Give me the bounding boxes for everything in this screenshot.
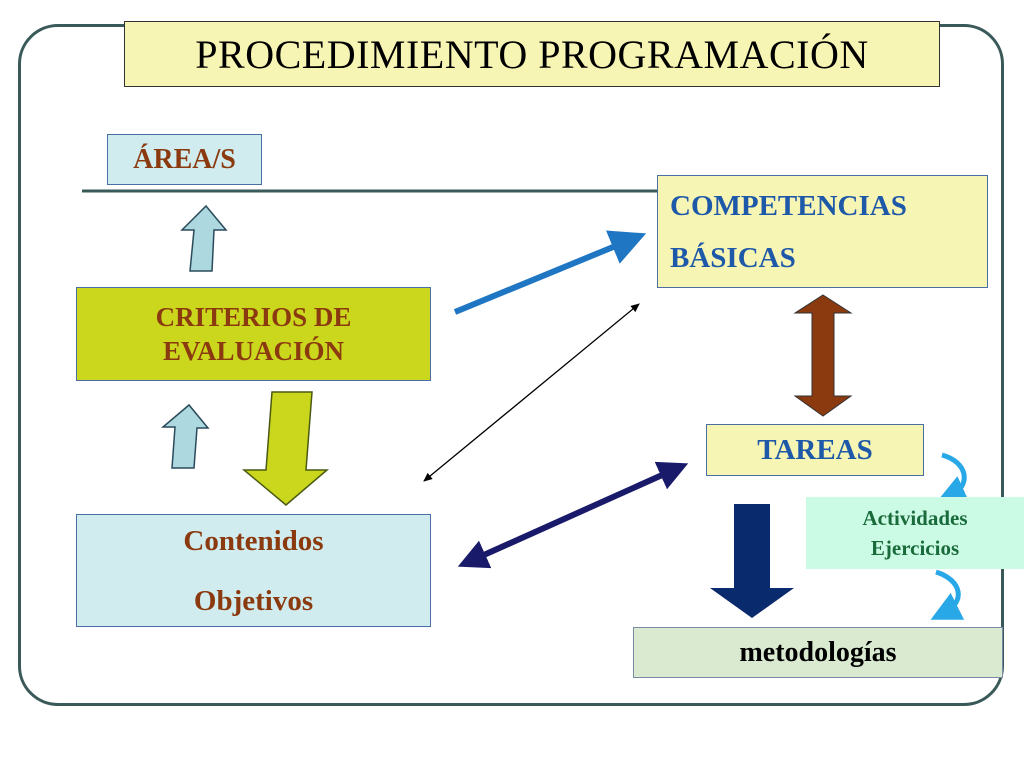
curved-arrow-icon	[930, 569, 965, 620]
up-arrow-icon	[160, 403, 210, 469]
diagram-title: PROCEDIMIENTO PROGRAMACIÓN	[124, 21, 940, 87]
curved-arrow-icon	[936, 452, 970, 504]
criterios-label: CRITERIOS DE	[155, 302, 352, 332]
ejercicios-label: Ejercicios	[870, 536, 960, 560]
evaluacion-label: EVALUACIÓN	[162, 336, 345, 366]
vertical-double-arrow-icon	[793, 294, 853, 417]
competencias-label: COMPETENCIAS	[670, 189, 907, 222]
double-arrow-icon	[423, 303, 640, 482]
actividades-label: Actividades	[862, 506, 968, 530]
right-arrow-icon	[453, 230, 647, 315]
contenidos-label: Contenidos	[183, 524, 324, 557]
objetivos-label: Objetivos	[193, 584, 314, 617]
tareas-box: TAREAS	[706, 424, 924, 476]
criterios-evaluacion-box: CRITERIOS DE EVALUACIÓN	[76, 287, 431, 381]
double-arrow-icon	[457, 461, 689, 569]
contenidos-objetivos-box: Contenidos Objetivos	[76, 514, 431, 627]
actividades-ejercicios-box: Actividades Ejercicios	[806, 497, 1024, 569]
basicas-label: BÁSICAS	[670, 241, 796, 274]
competencias-basicas-box: COMPETENCIAS BÁSICAS	[657, 175, 988, 288]
down-arrow-icon	[710, 504, 794, 618]
area-box: ÁREA/S	[107, 134, 262, 185]
metodologias-box: metodologías	[633, 627, 1003, 678]
down-arrow-icon	[241, 391, 330, 506]
up-arrow-icon	[180, 204, 228, 272]
